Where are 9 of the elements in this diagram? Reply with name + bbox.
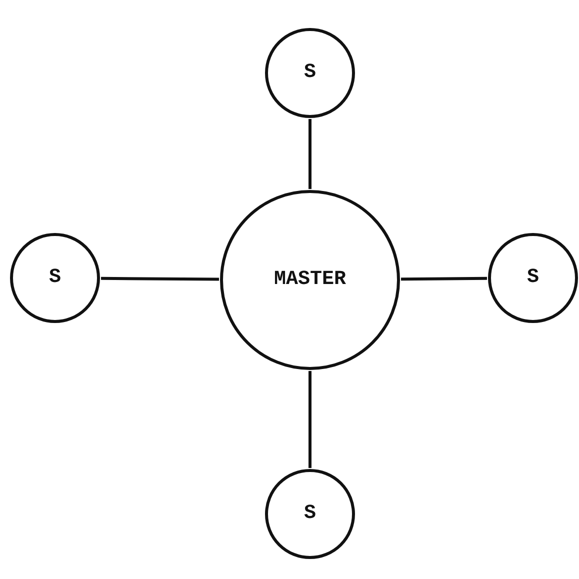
node-label: MASTER <box>274 267 346 293</box>
connector-line <box>308 371 312 468</box>
node-label: S <box>526 265 539 291</box>
connector-line <box>400 276 488 281</box>
node-label: S <box>304 60 316 86</box>
connector-line <box>308 119 312 189</box>
node-label: S <box>304 501 316 527</box>
node-label: S <box>48 265 61 291</box>
connector-line <box>100 276 220 281</box>
